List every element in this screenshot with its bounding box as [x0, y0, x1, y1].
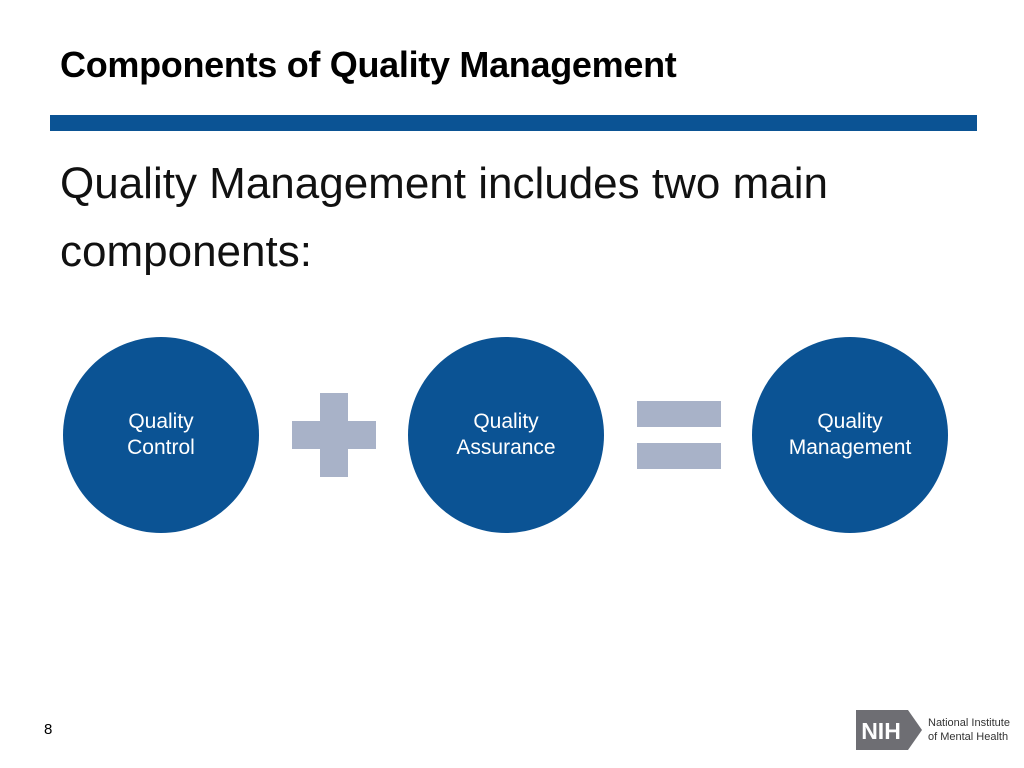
quality-assurance-circle: Quality Assurance: [408, 337, 604, 533]
quality-management-circle: Quality Management: [752, 337, 948, 533]
plus-icon: [292, 393, 376, 477]
quality-control-circle: Quality Control: [63, 337, 259, 533]
nimh-logo: NIH National Institute of Mental Health: [856, 710, 1010, 750]
quality-control-label: Quality Control: [127, 410, 195, 459]
page-number: 8: [44, 721, 53, 738]
equals-icon: [637, 401, 721, 469]
title-underline-bar: [50, 115, 977, 131]
slide-title: Components of Quality Management: [60, 44, 677, 85]
intro-text: Quality Management includes two main com…: [60, 159, 828, 276]
svg-text:NIH: NIH: [861, 718, 901, 744]
nih-logo-icon: NIH: [856, 710, 922, 750]
quality-management-label: Quality Management: [788, 410, 912, 459]
logo-text: National Institute of Mental Health: [928, 717, 1010, 743]
quality-assurance-label: Quality Assurance: [456, 410, 556, 459]
